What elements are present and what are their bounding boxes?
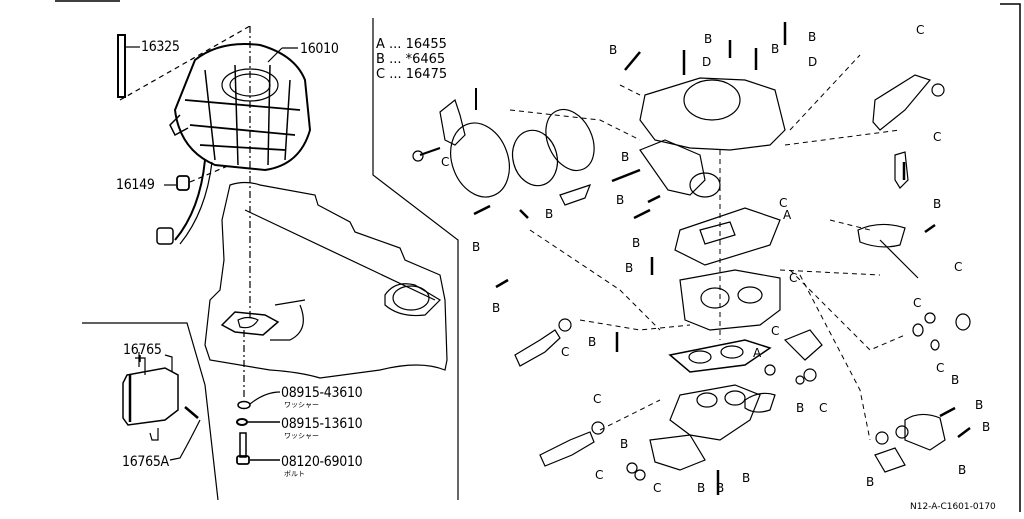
kit-letter[interactable]: C: [954, 260, 963, 274]
kit-letter[interactable]: B: [771, 42, 780, 56]
kit-letter[interactable]: B: [697, 481, 706, 495]
kit-letter[interactable]: C: [916, 23, 925, 37]
kit-letter[interactable]: C: [779, 196, 788, 210]
note-washer-2: ワッシャー: [284, 432, 319, 440]
kit-letter[interactable]: B: [620, 437, 629, 451]
intake-manifold-drawing: [204, 181, 448, 400]
kit-letter[interactable]: B: [742, 471, 751, 485]
kit-letter[interactable]: B: [621, 150, 630, 164]
callout-16765[interactable]: 16765: [123, 342, 162, 358]
kit-letter[interactable]: C: [789, 271, 798, 285]
callout-16765a[interactable]: 16765A: [122, 454, 169, 470]
kit-letter[interactable]: B: [588, 335, 597, 349]
kit-letter[interactable]: B: [704, 32, 713, 46]
legend-row-a: A ... 16455: [376, 37, 447, 52]
callout-16149[interactable]: 16149: [116, 177, 155, 193]
kit-letter[interactable]: C: [819, 401, 828, 415]
kit-letter[interactable]: C: [595, 468, 604, 482]
kit-letter[interactable]: C: [936, 361, 945, 375]
kit-letter[interactable]: B: [545, 207, 554, 221]
kit-letter[interactable]: B: [975, 398, 984, 412]
callout-08915-13610[interactable]: 08915-13610: [281, 416, 363, 432]
kit-letter[interactable]: B: [492, 301, 501, 315]
note-washer-1: ワッシャー: [284, 401, 319, 409]
callout-16010[interactable]: 16010: [300, 41, 339, 57]
kit-letter[interactable]: B: [632, 236, 641, 250]
kit-letter[interactable]: D: [702, 55, 712, 69]
kit-letter[interactable]: A: [783, 208, 792, 222]
kit-legend: A ... 16455 B ... *6465 C ... 16475: [376, 37, 447, 82]
kit-letter[interactable]: C: [561, 345, 570, 359]
kit-letter[interactable]: A: [753, 346, 762, 360]
legend-row-c: C ... 16475: [376, 67, 448, 82]
kit-letter[interactable]: B: [951, 373, 960, 387]
figure-code: N12-A-C1601-0170: [910, 502, 996, 512]
carburetor-exploded-drawing: [412, 22, 971, 495]
kit-letter[interactable]: C: [653, 481, 662, 495]
kit-letter[interactable]: B: [472, 240, 481, 254]
kit-letter[interactable]: B: [808, 30, 817, 44]
washers-bolt-drawing: [236, 391, 281, 465]
frame-lines: [55, 0, 1021, 512]
legend-row-b: B ... *6465: [376, 52, 446, 67]
kit-letter[interactable]: C: [593, 392, 602, 406]
callout-08915-43610[interactable]: 08915-43610: [281, 385, 363, 401]
kit-letter[interactable]: B: [716, 481, 725, 495]
kit-letter[interactable]: C: [913, 296, 922, 310]
note-bolt: ボルト: [284, 470, 305, 478]
kit-letter[interactable]: B: [933, 197, 942, 211]
kit-letter[interactable]: B: [796, 401, 805, 415]
kit-letter[interactable]: B: [609, 43, 618, 57]
kit-letter[interactable]: D: [808, 55, 818, 69]
kit-letter[interactable]: B: [958, 463, 967, 477]
kit-letter[interactable]: B: [625, 261, 634, 275]
bracket-16765-drawing: [122, 352, 201, 461]
kit-letter[interactable]: C: [933, 130, 942, 144]
kit-letter[interactable]: C: [441, 155, 450, 169]
kit-letter[interactable]: B: [616, 193, 625, 207]
kit-letter[interactable]: B: [982, 420, 991, 434]
kit-letter[interactable]: B: [866, 475, 875, 489]
carburetor-assembly-drawing: [117, 25, 312, 320]
callout-16325[interactable]: 16325: [141, 39, 180, 55]
callout-08120-69010[interactable]: 08120-69010: [281, 454, 363, 470]
kit-letter[interactable]: C: [771, 324, 780, 338]
